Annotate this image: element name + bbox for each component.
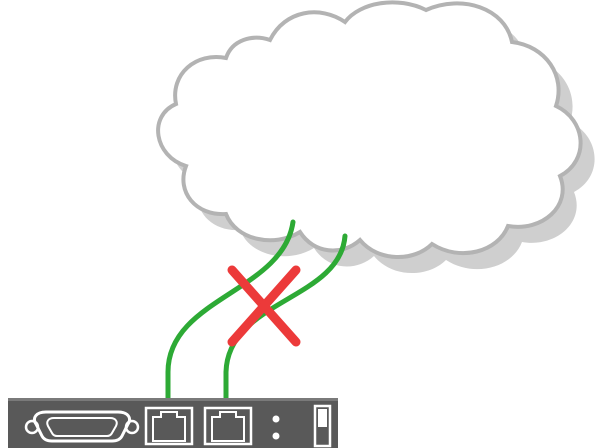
device-panel-edge xyxy=(8,398,338,401)
device-panel xyxy=(8,398,338,448)
x-mark-icon xyxy=(232,270,296,342)
